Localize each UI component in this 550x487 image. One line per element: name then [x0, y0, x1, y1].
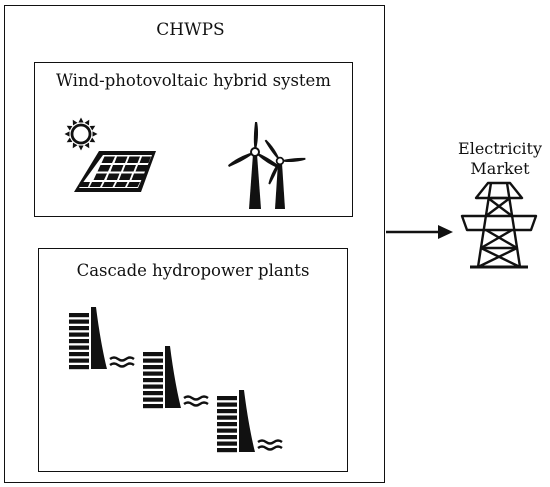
sun-icon [64, 117, 98, 151]
chwps-title: CHWPS [156, 20, 225, 40]
hydropower-dam-icon [67, 305, 136, 371]
transmission-tower-icon [460, 181, 538, 269]
wind-pv-title: Wind-photovoltaic hybrid system [56, 71, 331, 90]
chwps-box [4, 5, 385, 483]
wind-turbine-icon [227, 121, 306, 209]
hydropower-dam-icon [141, 344, 210, 410]
arrow-to-market [386, 225, 453, 239]
hydro-title: Cascade hydropower plants [76, 261, 310, 280]
hydropower-dam-icon [215, 388, 284, 454]
wind-pv-box [34, 62, 353, 217]
hydro-box [38, 248, 348, 472]
solar-panel-icon [74, 151, 156, 192]
electricity-market-label: Electricity Market [458, 139, 542, 178]
